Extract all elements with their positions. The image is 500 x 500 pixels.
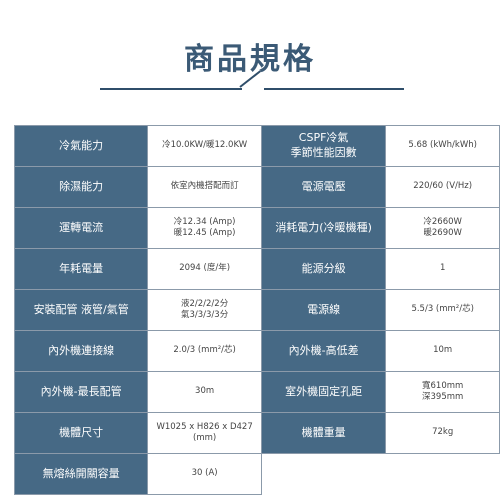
spec-value-line1: 冷2660W xyxy=(423,216,462,227)
spec-value: 冷12.34 (Amp)暖12.45 (Amp) xyxy=(147,207,262,249)
spec-value-line2: 氣3/3/3/3分 xyxy=(180,310,229,320)
spec-value-line2: 暖2690W xyxy=(423,228,462,238)
spec-value: 72kg xyxy=(385,412,500,454)
spec-label-line1: 內外機連接線 xyxy=(48,343,115,357)
spec-value-line1: 30m xyxy=(195,386,215,397)
spec-label: 內外機-最長配管 xyxy=(13,371,149,413)
spec-value: W1025 x H826 x D427 (mm) xyxy=(147,412,262,454)
spec-value: 液2/2/2/2分氣3/3/3/3分 xyxy=(147,289,262,331)
spec-label: 內外機連接線 xyxy=(13,330,149,372)
spec-value-line1: 2.0/3 (mm²/芯) xyxy=(173,345,236,356)
spec-label: 室外機固定孔距 xyxy=(260,371,387,413)
spec-label-line1: 冷氣能力 xyxy=(59,138,104,152)
spec-value: 2094 (度/年) xyxy=(147,248,262,290)
spec-value-line1: 5.68 (kWh/kWh) xyxy=(408,140,477,151)
spec-label: 機體重量 xyxy=(260,412,387,454)
spec-value: 5.68 (kWh/kWh) xyxy=(385,125,500,167)
page-title: 商品規格 xyxy=(184,42,316,77)
spec-value: 5.5/3 (mm²/芯) xyxy=(385,289,500,331)
spec-label-line1: 年耗電量 xyxy=(59,261,104,275)
spec-table: 冷氣能力 冷10.0KW/暖12.0KW CSPF冷氣季節性能因數 5.68 (kWh… xyxy=(13,125,500,495)
spec-value-line1: W1025 x H826 x D427 (mm) xyxy=(156,421,253,443)
spec-value-line1: 220/60 (V/Hz) xyxy=(413,181,473,192)
spec-value-line1: 10m xyxy=(433,345,453,356)
spec-label-line1: 能源分級 xyxy=(301,261,346,275)
spec-value: 30 (A) xyxy=(147,453,262,495)
spec-label: 電源電壓 xyxy=(260,166,387,208)
spec-value: 10m xyxy=(385,330,500,372)
spec-label: 機體尺寸 xyxy=(13,412,149,454)
title-divider-left xyxy=(100,88,242,90)
spec-value: 220/60 (V/Hz) xyxy=(385,166,500,208)
spec-label: 電源線 xyxy=(260,289,387,331)
spec-row: 無熔絲開關容量 30 (A) xyxy=(13,453,500,495)
spec-label-line1: 內外機-最長配管 xyxy=(40,384,122,398)
spec-value-line1: 寬610mm xyxy=(422,380,464,391)
spec-value-line1: 2094 (度/年) xyxy=(179,263,231,274)
spec-value: 1 xyxy=(385,248,500,290)
spec-label-line1: 室外機固定孔距 xyxy=(285,384,363,398)
spec-label-line1: 無熔絲開關容量 xyxy=(42,466,120,480)
spec-value-line1: 1 xyxy=(439,263,446,274)
spec-label-line1: 電源線 xyxy=(307,302,341,316)
spec-value-line1: 冷12.34 (Amp) xyxy=(173,216,236,227)
spec-label-line1: 運轉電流 xyxy=(59,220,104,234)
spec-value: 30m xyxy=(147,371,262,413)
spec-label-line1: 除濕能力 xyxy=(59,179,104,193)
spec-row: 安裝配管 液管/氣管 液2/2/2/2分氣3/3/3/3分 電源線 5.5/3 (mm… xyxy=(13,289,500,331)
spec-label: 內外機-高低差 xyxy=(260,330,387,372)
spec-value-line2: 深395mm xyxy=(422,392,464,402)
spec-label: 運轉電流 xyxy=(13,207,149,249)
empty-cell xyxy=(261,453,500,495)
spec-value-line1: 液2/2/2/2分 xyxy=(180,298,229,309)
spec-label-line1: CSPF冷氣 xyxy=(298,131,349,145)
spec-label-line1: 安裝配管 液管/氣管 xyxy=(33,302,129,316)
spec-label-line1: 機體尺寸 xyxy=(59,425,104,439)
spec-value-line1: 72kg xyxy=(432,427,454,438)
spec-label: 冷氣能力 xyxy=(13,125,149,167)
spec-value: 2.0/3 (mm²/芯) xyxy=(147,330,262,372)
spec-value: 冷10.0KW/暖12.0KW xyxy=(147,125,262,167)
spec-label: 能源分級 xyxy=(260,248,387,290)
spec-value-line1: 依室內機搭配而訂 xyxy=(170,181,239,192)
spec-label: 除濕能力 xyxy=(13,166,149,208)
spec-label: 安裝配管 液管/氣管 xyxy=(13,289,149,331)
spec-label: 年耗電量 xyxy=(13,248,149,290)
spec-label-line1: 消耗電力(冷暖機種) xyxy=(275,220,372,234)
spec-value: 依室內機搭配而訂 xyxy=(147,166,262,208)
spec-label-line1: 機體重量 xyxy=(301,425,346,439)
spec-label: 無熔絲開關容量 xyxy=(13,453,149,495)
spec-value-line1: 5.5/3 (mm²/芯) xyxy=(411,304,474,315)
spec-label-line1: 電源電壓 xyxy=(301,179,346,193)
spec-value-line1: 冷10.0KW/暖12.0KW xyxy=(162,140,248,151)
spec-row: 冷氣能力 冷10.0KW/暖12.0KW CSPF冷氣季節性能因數 5.68 (kWh… xyxy=(13,125,500,167)
title-divider-right xyxy=(264,88,404,90)
spec-row: 運轉電流 冷12.34 (Amp)暖12.45 (Amp) 消耗電力(冷暖機種) 冷2… xyxy=(13,207,500,249)
spec-value-line1: 30 (A) xyxy=(191,468,218,479)
spec-label-line2: 季節性能因數 xyxy=(290,146,357,159)
spec-row: 內外機連接線 2.0/3 (mm²/芯) 內外機-高低差 10m xyxy=(13,330,500,372)
spec-label: 消耗電力(冷暖機種) xyxy=(260,207,387,249)
spec-label: CSPF冷氣季節性能因數 xyxy=(260,125,387,167)
spec-row: 機體尺寸 W1025 x H826 x D427 (mm) 機體重量 72kg xyxy=(13,412,500,454)
spec-row: 除濕能力 依室內機搭配而訂 電源電壓 220/60 (V/Hz) xyxy=(13,166,500,208)
spec-label-line1: 內外機-高低差 xyxy=(288,343,359,357)
spec-row: 年耗電量 2094 (度/年) 能源分級 1 xyxy=(13,248,500,290)
spec-value-line2: 暖12.45 (Amp) xyxy=(173,228,236,238)
